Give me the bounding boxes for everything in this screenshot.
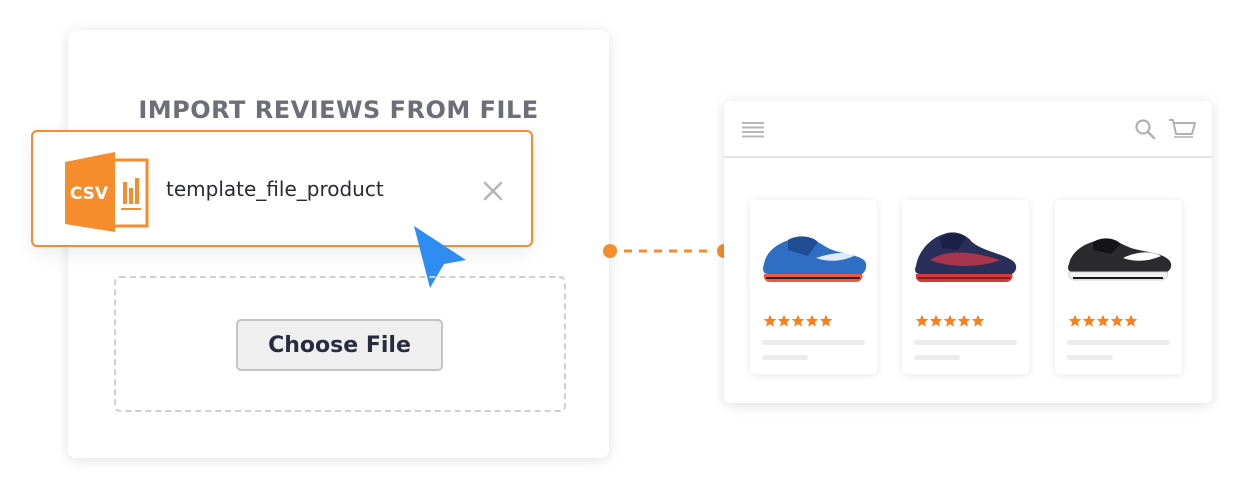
file-drop-zone[interactable] <box>114 276 566 412</box>
product-card[interactable] <box>1055 200 1182 374</box>
navy-red-basketball-shoe-image <box>915 232 1017 282</box>
star-icon <box>805 314 819 327</box>
blue-running-shoe-image <box>763 236 867 282</box>
product-card[interactable] <box>750 200 877 374</box>
star-icon <box>1096 314 1110 327</box>
csv-icon-label: CSV <box>70 184 109 204</box>
cart-icon[interactable] <box>1168 118 1196 140</box>
star-icon <box>819 314 833 327</box>
star-icon <box>1082 314 1096 327</box>
star-icon <box>943 314 957 327</box>
star-icon <box>1110 314 1124 327</box>
star-icon <box>763 314 777 327</box>
product-title-placeholder <box>1067 340 1170 345</box>
menu-icon[interactable] <box>742 122 764 138</box>
product-price-placeholder <box>1067 355 1113 360</box>
store-header <box>724 101 1212 158</box>
choose-file-button[interactable]: Choose File <box>236 319 443 371</box>
product-title-placeholder <box>762 340 865 345</box>
close-icon[interactable] <box>482 180 504 202</box>
star-icon <box>929 314 943 327</box>
rating-stars <box>1068 314 1138 330</box>
rating-stars <box>915 314 985 330</box>
store-preview <box>724 101 1212 403</box>
black-running-shoe-image <box>1068 238 1172 281</box>
search-icon[interactable] <box>1134 118 1156 140</box>
import-title: IMPORT REVIEWS FROM FILE <box>138 96 539 124</box>
selected-file-row[interactable]: CSV template_file_product <box>31 130 533 247</box>
csv-file-icon: CSV <box>65 152 149 232</box>
product-card[interactable] <box>902 200 1029 374</box>
star-icon <box>915 314 929 327</box>
star-icon <box>791 314 805 327</box>
file-name: template_file_product <box>166 177 384 201</box>
star-icon <box>1068 314 1082 327</box>
product-title-placeholder <box>914 340 1017 345</box>
connector-start-dot <box>603 244 617 258</box>
product-price-placeholder <box>762 355 808 360</box>
star-icon <box>1124 314 1138 327</box>
star-icon <box>957 314 971 327</box>
mouse-pointer-icon <box>414 226 466 288</box>
rating-stars <box>763 314 833 330</box>
star-icon <box>777 314 791 327</box>
product-price-placeholder <box>914 355 960 360</box>
connector-line <box>603 244 731 258</box>
star-icon <box>971 314 985 327</box>
